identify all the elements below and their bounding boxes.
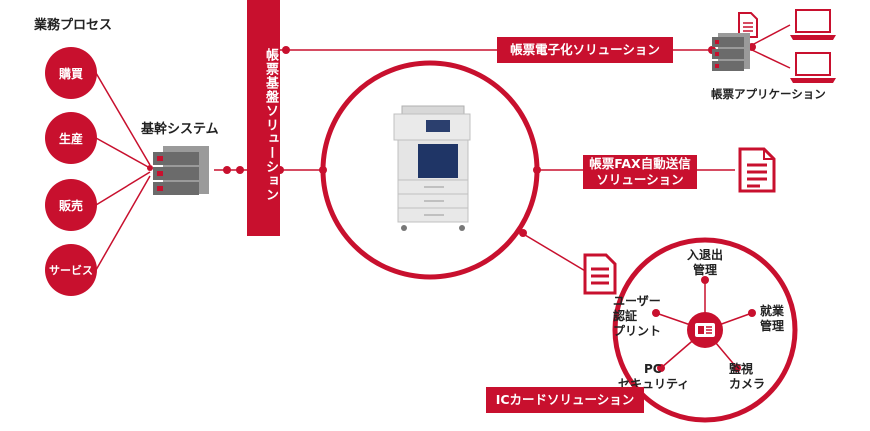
document-icon [738, 147, 776, 193]
server-rack-icon [153, 146, 209, 195]
forms-app-label: 帳票アプリケーション [711, 87, 826, 101]
business-process-title: 業務プロセス [34, 18, 113, 33]
ic-item-work: 就業管理 [760, 304, 785, 333]
server-rack-icon [712, 33, 750, 71]
process-purchasing[interactable]: 購買 [45, 47, 97, 99]
multifunction-printer-icon [393, 105, 471, 231]
laptop-icon [790, 52, 836, 83]
process-service[interactable]: サービス [45, 244, 97, 296]
forms-fax-line1: 帳票FAX自動送信 [589, 155, 691, 171]
document-icon [738, 12, 758, 38]
document-icon [583, 253, 617, 295]
id-card-icon [687, 312, 723, 348]
ic-card-tag[interactable]: ICカードソリューション [486, 387, 644, 413]
forms-platform-bar[interactable]: 帳票基盤ソリューション [247, 0, 280, 236]
ic-item-camera: 監視カメラ [729, 362, 766, 391]
core-system-label: 基幹システム [141, 122, 219, 137]
forms-digitization-tag[interactable]: 帳票電子化ソリューション [497, 37, 673, 63]
ic-item-attendance: 入退出管理 [686, 248, 723, 277]
ic-item-print: ユーザー認証プリント [613, 294, 662, 338]
process-production[interactable]: 生産 [45, 112, 97, 164]
forms-fax-line2: ソリューション [596, 172, 684, 187]
laptop-icon [790, 9, 836, 40]
forms-fax-tag[interactable]: 帳票FAX自動送信 ソリューション [583, 155, 697, 189]
process-sales[interactable]: 販売 [45, 179, 97, 231]
